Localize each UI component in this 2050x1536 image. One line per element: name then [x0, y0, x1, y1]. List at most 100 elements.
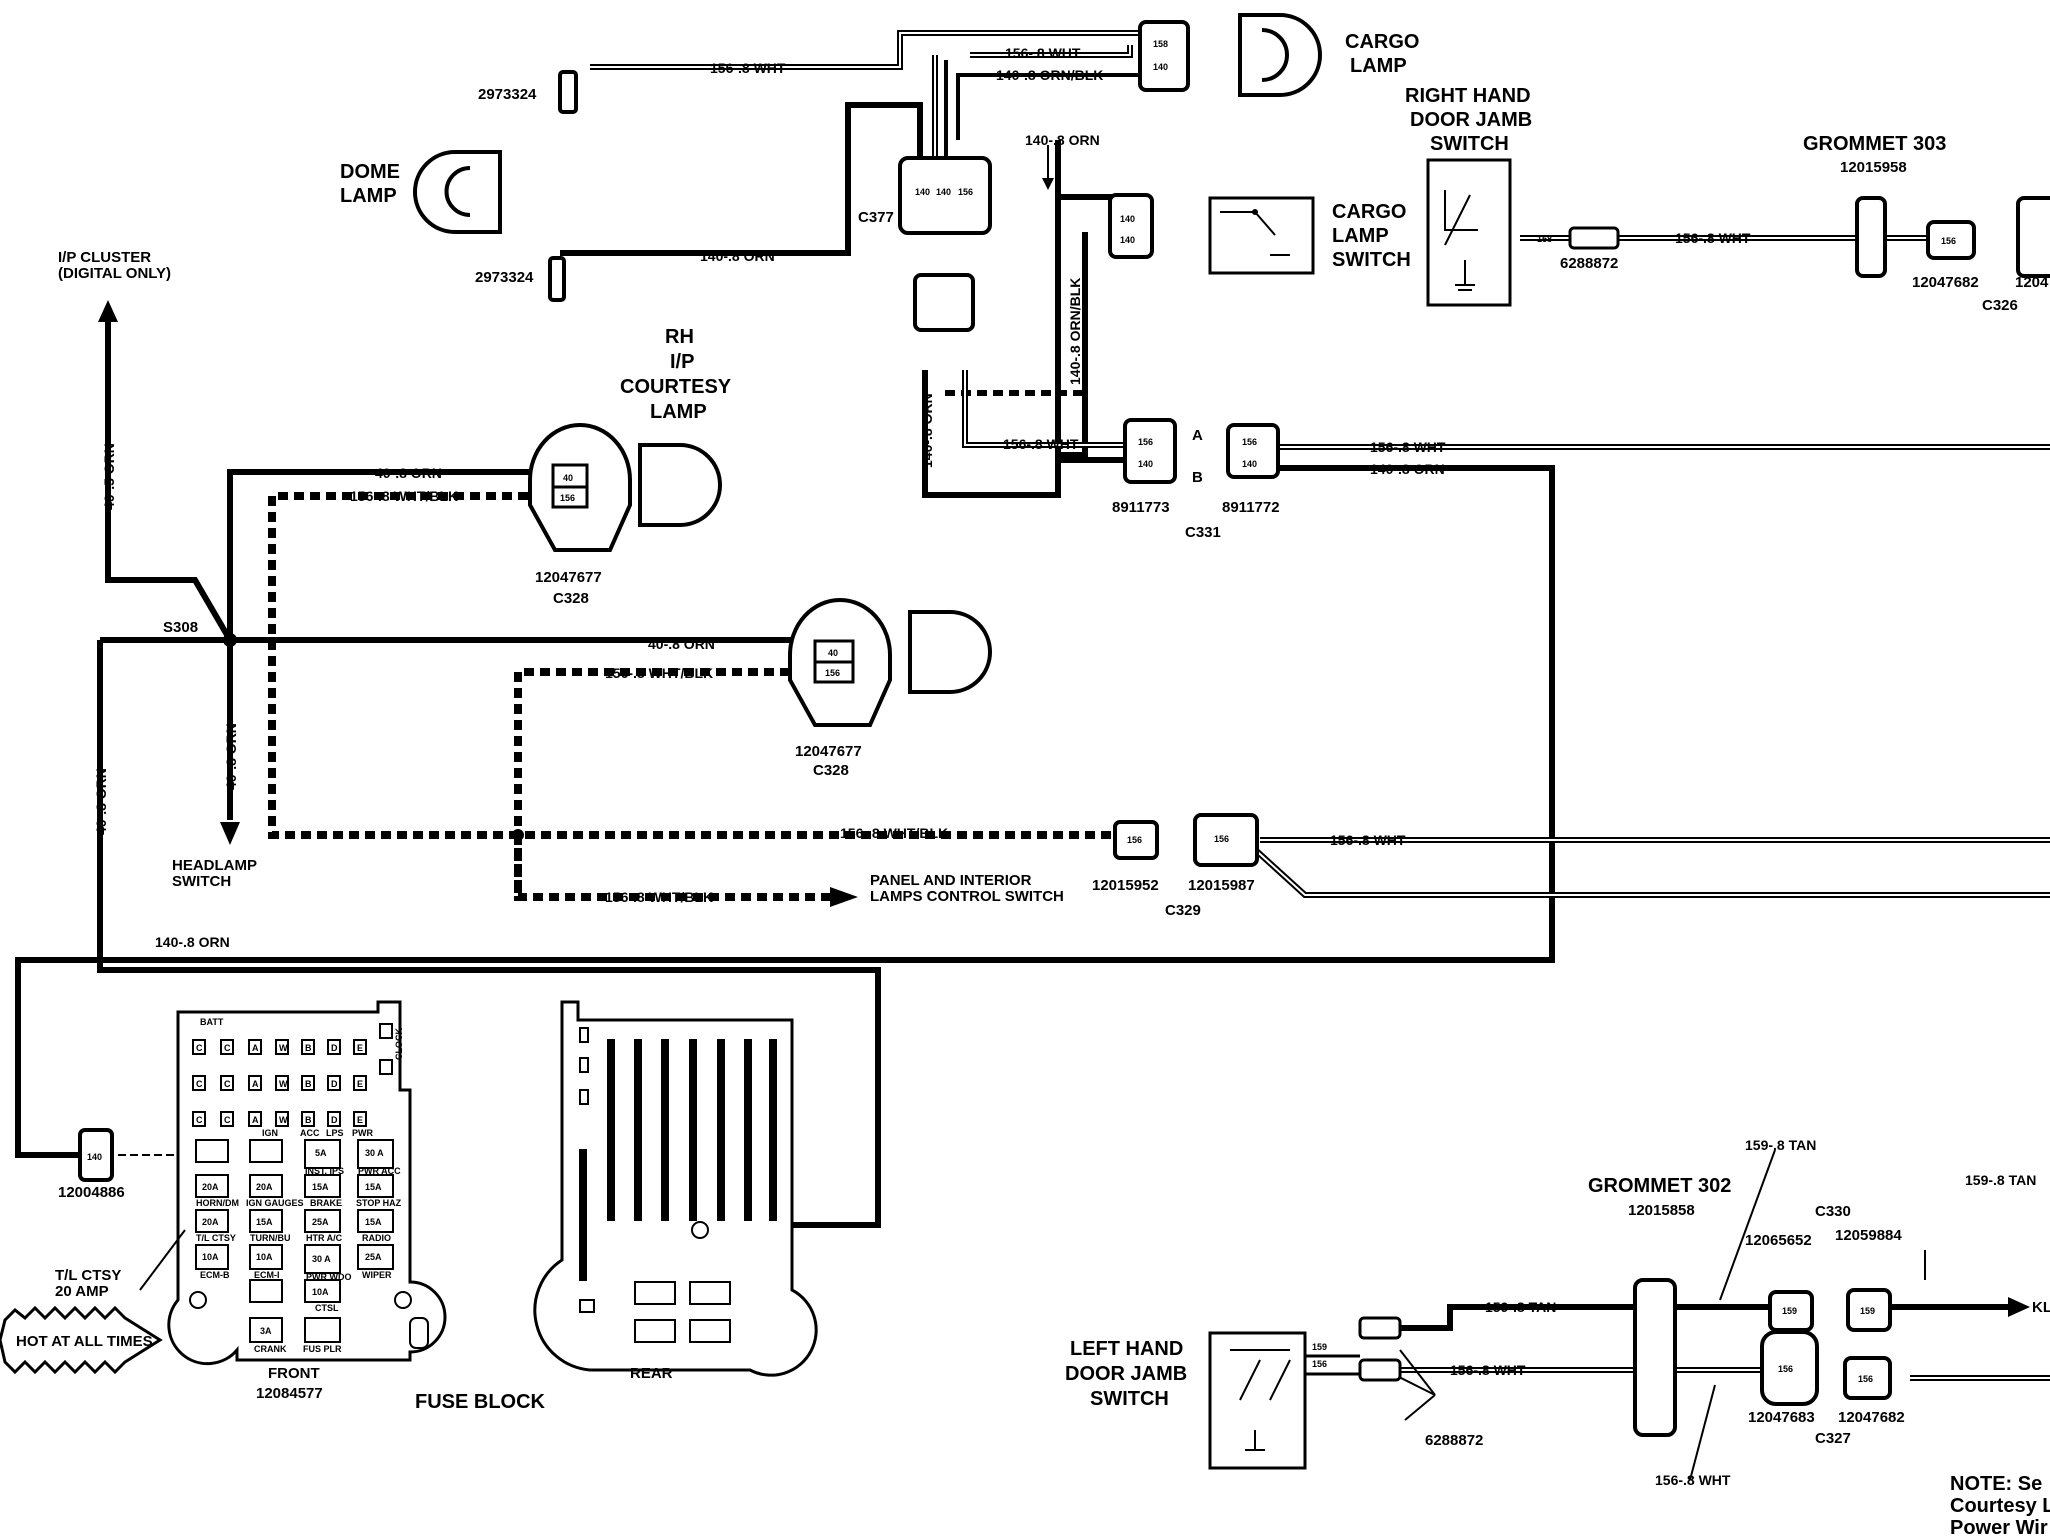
pin-156-c377: 156: [958, 187, 973, 197]
wire-label-158: 158: [1537, 234, 1552, 244]
pn-6288872-bot: 6288872: [1425, 1432, 1483, 1449]
pin-140-8911773: 140: [1138, 459, 1153, 469]
pn-1204x-top: 1204: [2015, 274, 2049, 291]
pin-156-12015952: 156: [1127, 835, 1142, 845]
arrow-140-orn: [1042, 178, 1054, 190]
connector-label-c328-upper: C328: [553, 590, 589, 607]
pin-156-12047683: 156: [1778, 1364, 1793, 1374]
fuse-rear-label: REAR: [630, 1365, 673, 1382]
fuse-front-pn: 12084577: [256, 1385, 323, 1402]
wire-40-orn-left: [97, 640, 881, 1228]
pin-140-c377-2: 140: [936, 187, 951, 197]
wire-label-140-orn-dome: 140-.8 ORN: [700, 248, 775, 264]
wire-label-156-wb-mid: 156-.8 WHT/BLK: [605, 665, 713, 681]
connector-label-c329: C329: [1165, 902, 1201, 919]
connector-3pin-left: [913, 273, 975, 332]
kl-label: KL: [2032, 1299, 2050, 1316]
connector-6288872-156: [1358, 1358, 1402, 1382]
connector-label-c377: C377: [858, 209, 894, 226]
fuse-letter: C: [196, 1079, 203, 1089]
pin-box-156-upper: [551, 485, 589, 509]
fuse-20a-3: 20A: [202, 1217, 219, 1227]
wire-140-orn-cargo-sw: [1055, 140, 1118, 200]
tl-ctsy-label-1: T/L CTSY: [55, 1267, 121, 1284]
fuse-ecm-b: ECM-B: [200, 1270, 230, 1280]
pn-12047683: 12047683: [1748, 1409, 1815, 1426]
wire-label-156-c331: 156-.8 WHT: [1370, 439, 1446, 455]
wire-label-156-top2: 156-.8 WHT: [1005, 45, 1081, 61]
pin-159-12065652: 159: [1782, 1306, 1797, 1316]
connector-label-c327: C327: [1815, 1430, 1851, 1447]
fuse-10a-1: 10A: [202, 1252, 219, 1262]
grommet-302-label: GROMMET 302: [1588, 1175, 1731, 1197]
note-line-1: NOTE: Se: [1950, 1473, 2042, 1495]
wire-label-140-orn-blk-vert: 140-.8 ORN/BLK: [1067, 278, 1083, 385]
fuse-ecm-i: ECM-I: [254, 1270, 280, 1280]
connector-6288872-top: [1568, 226, 1620, 250]
fuse-block-label: FUSE BLOCK: [415, 1391, 546, 1413]
courtesy-lamp-bulb-upper: [638, 443, 722, 527]
connector-12004886: [78, 1128, 114, 1182]
fuse-clock: CLOCK: [394, 1028, 404, 1060]
fuse-radio: RADIO: [362, 1233, 391, 1243]
hot-at-all-times-label: HOT AT ALL TIMES: [16, 1333, 153, 1350]
pin-158-cargo: 158: [1153, 39, 1168, 49]
fuse-15a-3: 15A: [256, 1217, 273, 1227]
wire-40-5-orn: [105, 320, 233, 642]
pin-156-8911773: 156: [1138, 437, 1153, 447]
wire-label-156-lh: 156-.8 WHT: [1450, 1362, 1526, 1378]
dome-lamp-label-2: LAMP: [340, 185, 397, 207]
connector-c326-a: [1926, 220, 1976, 260]
wire-label-156-wb-panel: 156-.8 WHT/BLK: [605, 889, 713, 905]
pin-label-b: B: [1192, 469, 1203, 486]
pin-140-12004886: 140: [87, 1152, 102, 1162]
rh-courtesy-label-4: LAMP: [650, 401, 707, 423]
wire-label-140-orn-arrow: 140-.8 ORN: [1025, 132, 1100, 148]
fuse-20a-1: 20A: [202, 1182, 219, 1192]
pin-label-a: A: [1192, 427, 1203, 444]
fuse-25a-1: 25A: [312, 1217, 329, 1227]
fuse-letter: E: [357, 1115, 363, 1125]
fuse-fus-plr: FUS PLR: [303, 1344, 342, 1354]
wire-140-orn-blk-top: [956, 73, 1140, 140]
fuse-letter: E: [357, 1043, 363, 1053]
fuse-letter: B: [305, 1115, 312, 1125]
fuse-30a: 30 A: [365, 1148, 384, 1158]
wire-156-wht-blk-2: [514, 668, 830, 901]
splice-label-s308: S308: [163, 619, 198, 636]
wire-140-orn-c331: [240, 465, 1555, 963]
headlamp-switch-label-1: HEADLAMP: [172, 857, 257, 874]
pin-140-cargo: 140: [1153, 62, 1168, 72]
grommet-302-pn: 12015858: [1628, 1202, 1695, 1219]
arrow-panel: [830, 887, 858, 907]
wire-40-orn-upper: [227, 469, 560, 640]
fuse-grid-front: [192, 1023, 394, 1343]
pin-140-cargo-sw-2: 140: [1120, 235, 1135, 245]
arrow-kl: [2008, 1297, 2030, 1317]
pn-12047682-top: 12047682: [1912, 274, 1979, 291]
cargo-lamp-switch-box: [1208, 196, 1315, 275]
fuse-pwr-acc: PWR ACC: [358, 1166, 401, 1176]
rh-courtesy-label-3: COURTESY: [620, 376, 732, 398]
connector-8911772: [1226, 423, 1280, 479]
fuse-brake: BRAKE: [310, 1198, 342, 1208]
connector-c326-b: [2016, 196, 2050, 278]
fuse-grid-rear: [579, 1027, 777, 1343]
panel-switch-label-1: PANEL AND INTERIOR: [870, 872, 1032, 889]
fuse-letter: A: [252, 1079, 259, 1089]
rh-door-jamb-label-3: SWITCH: [1430, 133, 1509, 155]
grommet-303-label: GROMMET 303: [1803, 133, 1946, 155]
rh-door-jamb-label-1: RIGHT HAND: [1405, 85, 1531, 107]
rh-courtesy-label-1: RH: [665, 326, 694, 348]
cargo-switch-label-3: SWITCH: [1332, 249, 1411, 271]
fuse-letter: A: [252, 1115, 259, 1125]
fuse-ign: IGN: [262, 1128, 278, 1138]
pn-12015987: 12015987: [1188, 877, 1255, 894]
wire-label-140-orn-blk-top: 140-.8 ORN/BLK: [996, 67, 1103, 83]
fuse-20a-2: 20A: [256, 1182, 273, 1192]
fuse-ign-gauges: IGN GAUGES: [246, 1198, 304, 1208]
pn-6288872-top: 6288872: [1560, 255, 1618, 272]
panel-switch-label-2: LAMPS CONTROL SWITCH: [870, 888, 1064, 905]
fuse-25a-2: 25A: [365, 1252, 382, 1262]
connector-12015987: [1193, 813, 1259, 867]
